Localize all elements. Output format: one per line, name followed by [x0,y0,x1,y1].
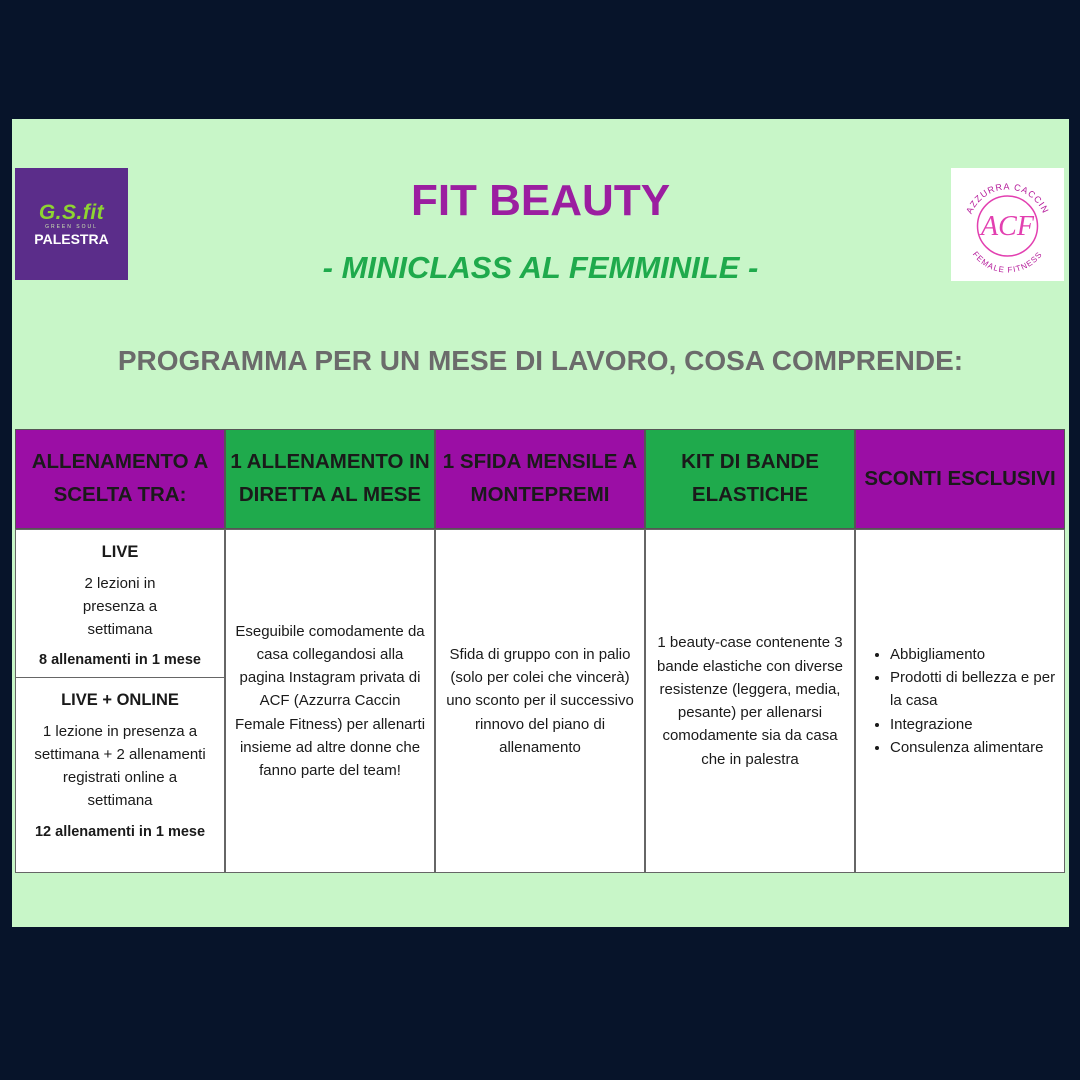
option-live-online-desc: 1 lezione in presenza a settimana + 2 al… [34,722,206,810]
list-item: Abbigliamento [890,643,1056,666]
program-table: ALLENAMENTO A SCELTA TRA: 1 ALLENAMENTO … [15,429,1065,873]
column-header-training: ALLENAMENTO A SCELTA TRA: [15,429,225,529]
option-live-online-title: LIVE + ONLINE [61,691,179,709]
challenge-text: Sfida di gruppo con in palio (solo per c… [446,645,634,756]
page-subtitle: - MINICLASS AL FEMMINILE - [322,250,759,285]
live-session-text: Eseguibile comodamente da casa collegand… [234,622,426,780]
option-live: LIVE 2 lezioni in presenza a settimana 8… [16,530,224,678]
acf-monogram: ACF [979,211,1035,242]
gsfit-brand: G.S.fit [38,201,105,224]
column-header-live-session: 1 ALLENAMENTO IN DIRETTA AL MESE [225,429,435,529]
page-title: FIT BEAUTY [410,176,671,225]
list-item: Prodotti di bellezza e per la casa [890,666,1056,713]
elastic-kit-text: 1 beauty-case contenente 3 bande elastic… [657,634,843,768]
option-live-title: LIVE [101,543,139,561]
gsfit-sub: PALESTRA [34,231,109,247]
acf-logo-graphic: AZZURRA CACCIN ACF FEMALE FITNESS [964,181,1050,274]
acf-logo: AZZURRA CACCIN ACF FEMALE FITNESS [951,168,1064,281]
discounts-cell: Abbigliamento Prodotti di bellezza e per… [855,529,1065,873]
elastic-kit-cell: 1 beauty-case contenente 3 bande elastic… [645,529,855,873]
list-item: Consulenza alimentare [890,736,1056,759]
option-live-online: LIVE + ONLINE 1 lezione in presenza a se… [16,678,224,843]
challenge-cell: Sfida di gruppo con in palio (solo per c… [435,529,645,873]
gsfit-tagline: GREEN SOUL [45,224,98,230]
column-header-discounts: SCONTI ESCLUSIVI [855,429,1065,529]
option-live-desc: 2 lezioni in presenza a settimana [82,574,158,639]
column-header-elastic-kit: KIT DI BANDE ELASTICHE [645,429,855,529]
program-heading: PROGRAMMA PER UN MESE DI LAVORO, COSA CO… [117,345,964,376]
gsfit-logo: G.S.fit GREEN SOUL PALESTRA [15,168,128,280]
list-item: Integrazione [890,713,1056,736]
column-header-challenge: 1 SFIDA MENSILE A MONTEPREMI [435,429,645,529]
acf-ring [976,195,1039,257]
option-live-online-total: 12 allenamenti in 1 mese [34,823,206,840]
discounts-list: Abbigliamento Prodotti di bellezza e per… [864,643,1056,759]
flyer-card: G.S.fit GREEN SOUL PALESTRA AZZURRA CACC… [12,119,1069,927]
option-live-total: 8 allenamenti in 1 mese [39,652,201,669]
training-options-cell: LIVE 2 lezioni in presenza a settimana 8… [15,529,225,873]
live-session-cell: Eseguibile comodamente da casa collegand… [225,529,435,873]
